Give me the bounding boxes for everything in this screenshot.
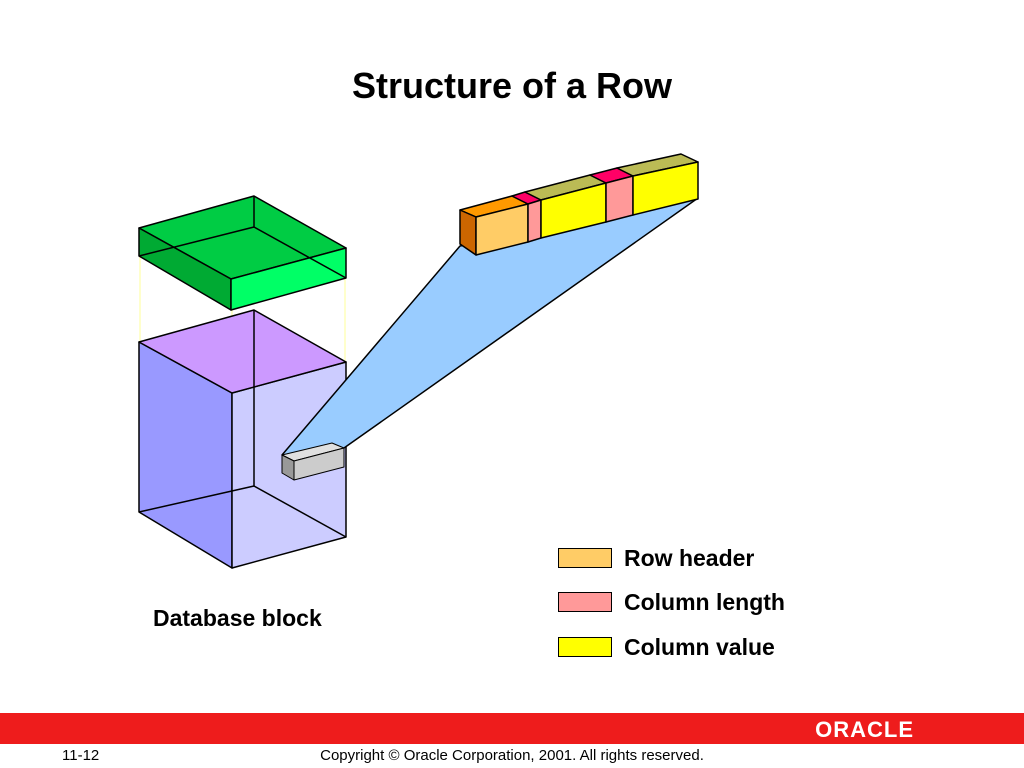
database-block-label: Database block [153, 605, 322, 631]
legend-item-column-value: Column value [558, 634, 878, 664]
block-lid [138, 195, 347, 311]
database-block-diagram [138, 153, 699, 569]
oracle-logo: ORACLE [815, 717, 914, 742]
legend-item-row-header: Row header [558, 545, 878, 575]
footer-bar: ORACLE [0, 713, 1024, 744]
page-number: 11-12 [62, 747, 100, 764]
column-value-front-2 [632, 161, 699, 216]
database-block-cube [138, 309, 347, 569]
slide-title: Structure of a Row [351, 65, 673, 106]
legend-label: Column length [624, 589, 785, 615]
legend-swatch-column-length [558, 592, 612, 612]
copyright-notice: Copyright © Oracle Corporation, 2001. Al… [320, 747, 704, 764]
column-length-front-1 [527, 199, 542, 243]
legend-item-column-length: Column length [558, 589, 878, 619]
cube-top-face [138, 309, 347, 394]
enlarged-row [459, 153, 699, 256]
row-in-block [281, 442, 345, 481]
legend-swatch-row-header [558, 548, 612, 568]
legend-label: Row header [624, 545, 755, 571]
legend-label: Column value [624, 634, 775, 660]
column-length-front-2 [605, 175, 634, 223]
legend-swatch-column-value [558, 637, 612, 657]
